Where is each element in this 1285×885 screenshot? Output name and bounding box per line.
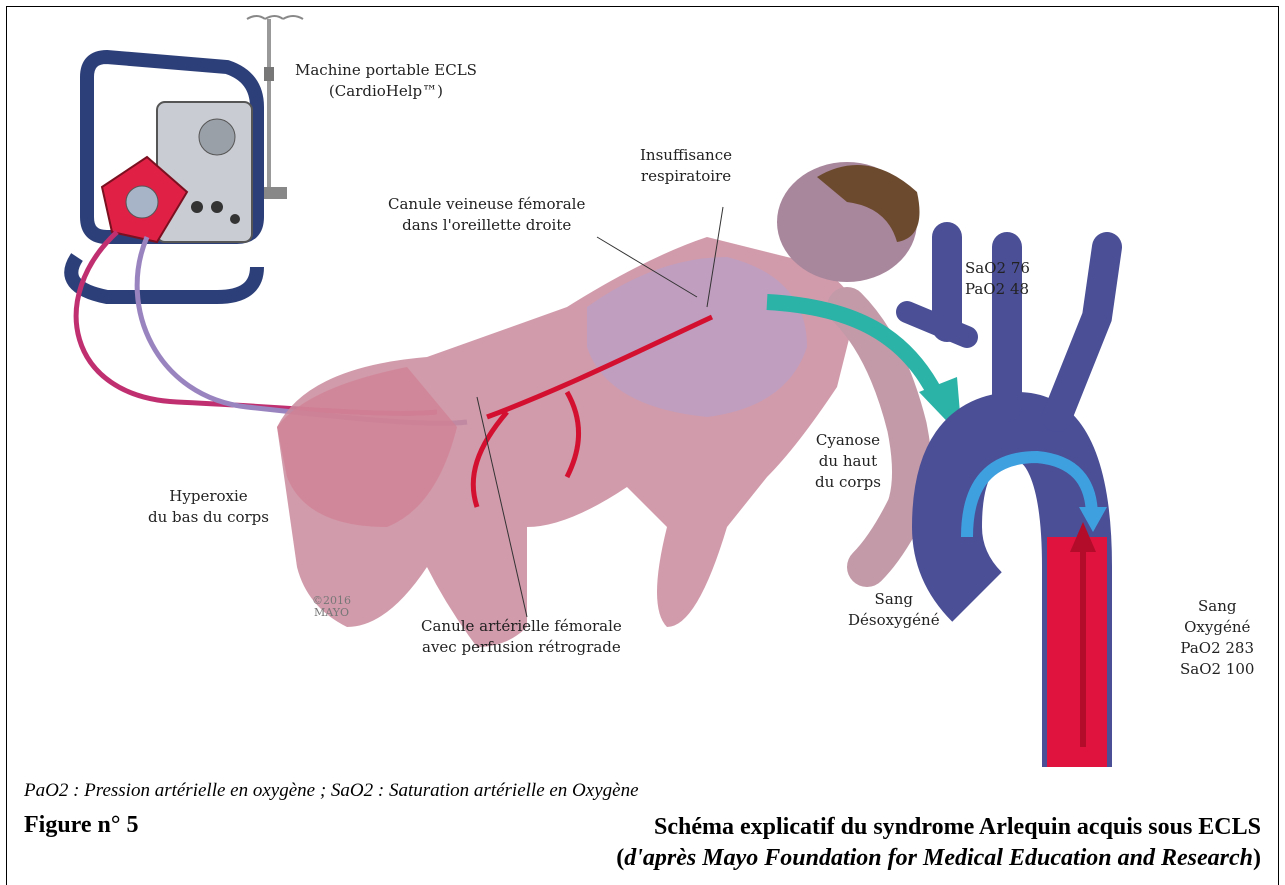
hyperoxie-label: Hyperoxie du bas du corps <box>148 486 269 528</box>
arterial-cannula-label-line1: Canule artérielle fémorale <box>421 616 622 637</box>
figure-title-text: Schéma explicatif du syndrome Arlequin a… <box>616 812 1261 843</box>
cyanose-label-line3: du corps <box>815 472 881 493</box>
insuffisance-label-line1: Insuffisance <box>640 145 732 166</box>
figure-title: Schéma explicatif du syndrome Arlequin a… <box>616 812 1261 874</box>
venous-cannula-label: Canule veineuse fémorale dans l'oreillet… <box>388 194 585 236</box>
source-text: d'après Mayo Foundation for Medical Educ… <box>624 845 1253 871</box>
oxygenated-label: Sang Oxygéné PaO2 283 SaO2 100 <box>1180 596 1254 680</box>
hyperoxie-label-line2: du bas du corps <box>148 507 269 528</box>
abbreviation-legend: PaO2 : Pression artérielle en oxygène ; … <box>24 780 639 802</box>
hyperoxie-label-line1: Hyperoxie <box>148 486 269 507</box>
arterial-cannula-label-line2: avec perfusion rétrograde <box>421 637 622 658</box>
venous-cannula-label-line1: Canule veineuse fémorale <box>388 194 585 215</box>
copyright-owner: MAYO <box>312 607 351 619</box>
venous-cannula-label-line2: dans l'oreillette droite <box>388 215 585 236</box>
deoxygenated-label-line2: Désoxygéné <box>848 610 940 631</box>
upper-gas-values: SaO2 76 PaO2 48 <box>965 258 1030 300</box>
cyanose-label: Cyanose du haut du corps <box>815 430 881 493</box>
arterial-cannula-label: Canule artérielle fémorale avec perfusio… <box>421 616 622 658</box>
oxygenated-sao2: SaO2 100 <box>1180 659 1254 680</box>
deoxygenated-label: Sang Désoxygéné <box>848 589 940 631</box>
mayo-copyright: ©2016 MAYO <box>312 595 351 619</box>
oxygenated-label-line1: Sang <box>1180 596 1254 617</box>
machine-label: Machine portable ECLS (CardioHelp™) <box>295 60 477 102</box>
ecls-machine <box>71 57 257 297</box>
oxygenated-label-line2: Oxygéné <box>1180 617 1254 638</box>
harlequin-illustration <box>7 7 1278 767</box>
oxygenated-pao2: PaO2 283 <box>1180 638 1254 659</box>
figure-number: Figure n° 5 <box>24 812 139 839</box>
aortic-arch <box>907 237 1107 767</box>
insuffisance-label-line2: respiratoire <box>640 166 732 187</box>
deoxygenated-label-line1: Sang <box>848 589 940 610</box>
patient-body <box>277 162 920 647</box>
cyanose-label-line2: du haut <box>815 451 881 472</box>
figure-source: (d'après Mayo Foundation for Medical Edu… <box>616 843 1261 874</box>
insuffisance-label: Insuffisance respiratoire <box>640 145 732 187</box>
machine-label-line2: (CardioHelp™) <box>295 81 477 102</box>
upper-sao2: SaO2 76 <box>965 258 1030 279</box>
source-close-paren: ) <box>1253 845 1261 871</box>
upper-pao2: PaO2 48 <box>965 279 1030 300</box>
machine-label-line1: Machine portable ECLS <box>295 60 477 81</box>
oxygenated-segment <box>1047 537 1107 767</box>
cyanose-label-line1: Cyanose <box>815 430 881 451</box>
